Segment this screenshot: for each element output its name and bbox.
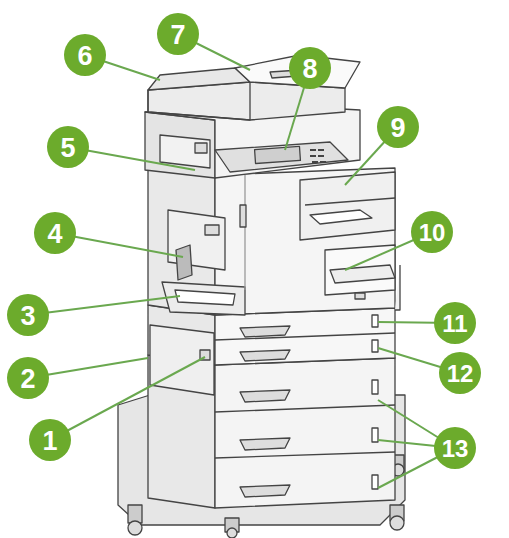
- callout-number: 2: [20, 366, 35, 393]
- callout-number: 6: [77, 43, 92, 70]
- callout-number: 10: [419, 221, 446, 245]
- callout-number: 13: [442, 437, 469, 461]
- callout-number: 11: [442, 312, 467, 336]
- callout-number: 7: [170, 22, 185, 49]
- callout-number: 9: [390, 115, 405, 142]
- callout-number: 8: [302, 56, 317, 83]
- callout-number: 1: [42, 428, 57, 455]
- callout-number: 12: [447, 362, 474, 386]
- callout-number: 3: [20, 303, 35, 330]
- callout-number: 4: [47, 221, 62, 248]
- callout-number: 5: [60, 135, 75, 162]
